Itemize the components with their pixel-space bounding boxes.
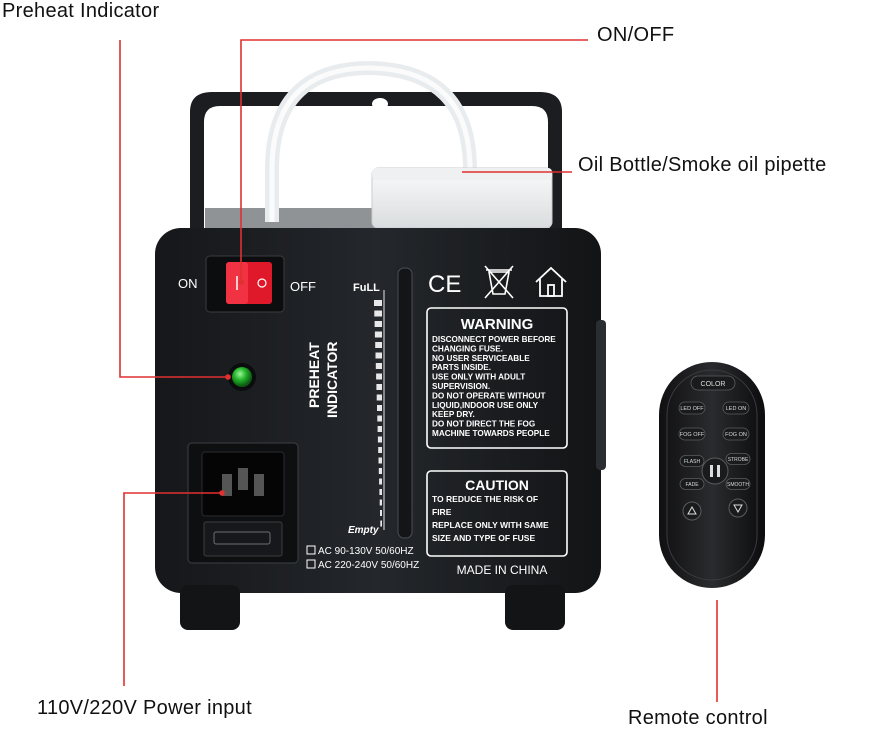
gauge-tick bbox=[374, 331, 382, 338]
remote-color-label: COLOR bbox=[701, 381, 726, 388]
remote-flash-label: FLASH bbox=[684, 459, 701, 465]
preheat-led bbox=[232, 367, 252, 387]
carry-handle bbox=[190, 92, 562, 240]
gauge-tick bbox=[379, 478, 382, 485]
voltage-label-1: AC 90-130V 50/60HZ bbox=[318, 546, 414, 557]
gauge-tick bbox=[377, 405, 382, 411]
preheat-vertical-label: PREHEAT bbox=[306, 342, 322, 408]
remote-smooth-label: SMOOTH bbox=[727, 482, 749, 488]
oil-bottle bbox=[371, 167, 553, 229]
weee-bin-icon bbox=[484, 265, 514, 299]
fluid-level-gauge bbox=[374, 267, 413, 539]
remote-led-on-label: LED ON bbox=[726, 406, 747, 412]
warning-line: LIQUID,INDOOR USE ONLY bbox=[432, 401, 539, 410]
pause-icon bbox=[710, 465, 713, 477]
warning-line: DISCONNECT POWER BEFORE bbox=[432, 335, 556, 344]
foot-right bbox=[505, 585, 565, 630]
gauge-empty-label: Empty bbox=[348, 525, 379, 536]
callout-oil-bottle: Oil Bottle/Smoke oil pipette bbox=[578, 154, 827, 176]
remote-smooth-button[interactable] bbox=[725, 478, 751, 490]
callout-on-off: ON/OFF bbox=[597, 24, 675, 46]
gauge-tick bbox=[378, 447, 382, 453]
remote-fog-on-button[interactable] bbox=[722, 427, 750, 441]
gauge-tick bbox=[378, 457, 382, 464]
warning-title: WARNING bbox=[461, 316, 534, 333]
gauge-tick bbox=[375, 342, 382, 348]
power-inlet[interactable] bbox=[187, 442, 299, 564]
remote-pause-button[interactable] bbox=[701, 457, 729, 485]
caution-box bbox=[426, 470, 568, 557]
caution-line: REPLACE ONLY WITH SAME bbox=[432, 520, 549, 530]
voltage-label-2: AC 220-240V 50/60HZ bbox=[318, 560, 419, 571]
gauge-tick bbox=[376, 384, 382, 390]
remote-down-button[interactable] bbox=[728, 498, 748, 518]
warning-line: MACHINE TOWARDS PEOPLE bbox=[432, 429, 550, 438]
gauge-tick bbox=[374, 300, 382, 306]
voltage-checkbox-2 bbox=[306, 559, 316, 569]
remote-led-off-label: LED OFF bbox=[680, 406, 704, 412]
callout-lines bbox=[119, 39, 718, 702]
remote-strobe-label: STROBE bbox=[728, 457, 749, 463]
indicator-vertical-label: INDICATOR bbox=[324, 342, 340, 418]
remote-fog-off-button[interactable] bbox=[678, 427, 706, 441]
triangle-down-icon bbox=[733, 504, 743, 514]
warning-line: USE ONLY WITH ADULT bbox=[432, 373, 525, 382]
warning-line: KEEP DRY. bbox=[432, 410, 475, 419]
gauge-tick bbox=[380, 520, 382, 527]
power-switch[interactable] bbox=[205, 255, 285, 313]
remote-led-off-button[interactable] bbox=[678, 401, 706, 415]
warning-line: NO USER SERVICEABLE bbox=[432, 354, 530, 363]
pause-icon bbox=[717, 465, 720, 477]
remote-fog-on-label: FOG ON bbox=[725, 432, 747, 438]
remote-fade-button[interactable] bbox=[679, 478, 705, 490]
made-in-label: MADE IN CHINA bbox=[457, 563, 548, 577]
triangle-up-icon bbox=[687, 505, 697, 515]
callout-power-input: 110V/220V Power input bbox=[37, 697, 252, 719]
caution-line: SIZE AND TYPE OF FUSE bbox=[432, 533, 535, 543]
remote-led-on-button[interactable] bbox=[722, 401, 750, 415]
voltage-checkbox-1 bbox=[306, 545, 316, 555]
callout-line-preheat bbox=[119, 40, 228, 378]
caution-line: FIRE bbox=[432, 507, 452, 517]
callout-preheat-indicator: Preheat Indicator bbox=[2, 0, 160, 22]
switch-off-label: OFF bbox=[290, 279, 316, 294]
gauge-tick bbox=[379, 499, 382, 506]
gauge-tick bbox=[374, 310, 382, 317]
gauge-tick bbox=[377, 415, 382, 422]
remote-up-button[interactable] bbox=[682, 501, 702, 521]
warning-box bbox=[426, 307, 568, 449]
callout-line-power bbox=[123, 492, 222, 686]
ce-mark: CE bbox=[428, 271, 461, 298]
callout-line-onoff bbox=[240, 39, 588, 282]
remote-fog-off-label: FOG OFF bbox=[680, 432, 705, 438]
remote-fade-label: FADE bbox=[685, 482, 699, 488]
foot-left bbox=[180, 585, 240, 630]
warning-line: CHANGING FUSE. bbox=[432, 344, 503, 353]
gauge-tick bbox=[377, 436, 382, 443]
gauge-tick bbox=[375, 363, 382, 369]
gauge-tick bbox=[379, 489, 382, 495]
remote-color-button[interactable] bbox=[690, 375, 736, 391]
gauge-tick bbox=[376, 373, 382, 380]
warning-line: SUPERVISION. bbox=[432, 382, 490, 391]
warning-line: PARTS INSIDE. bbox=[432, 363, 491, 372]
gauge-tick bbox=[378, 468, 382, 474]
warning-line: DO NOT DIRECT THE FOG bbox=[432, 420, 535, 429]
remote-strobe-button[interactable] bbox=[725, 453, 751, 465]
indoor-use-house-icon bbox=[535, 266, 567, 297]
gauge-tick bbox=[374, 321, 382, 327]
caution-title: CAUTION bbox=[465, 477, 529, 493]
caution-line: TO REDUCE THE RISK OF bbox=[432, 494, 538, 504]
gauge-tick bbox=[377, 426, 382, 432]
gauge-tick bbox=[376, 394, 382, 401]
remote-flash-button[interactable] bbox=[679, 455, 705, 467]
gauge-tick bbox=[380, 510, 382, 516]
callout-remote-control: Remote control bbox=[628, 707, 768, 729]
gauge-full-label: FuLL bbox=[353, 282, 380, 294]
gauge-tick bbox=[375, 352, 382, 359]
warning-line: DO NOT OPERATE WITHOUT bbox=[432, 391, 546, 400]
switch-on-label: ON bbox=[178, 276, 198, 291]
